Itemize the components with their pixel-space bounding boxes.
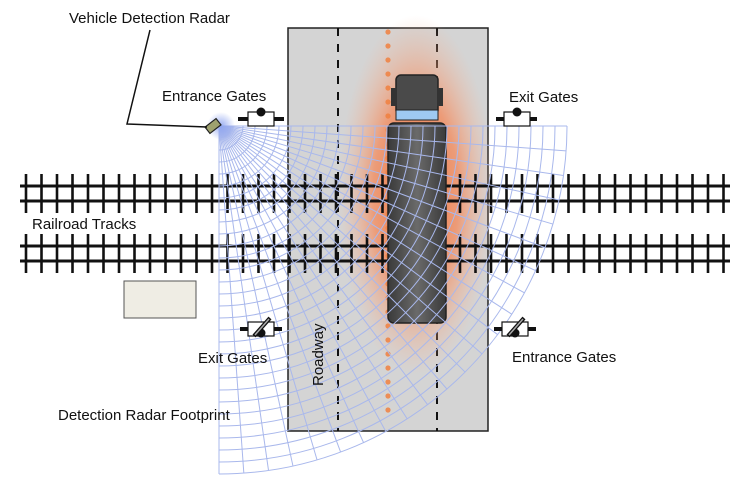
- radar-beam-ray: [218, 125, 270, 471]
- label-vehicle-detection-radar: Vehicle Detection Radar: [69, 10, 230, 27]
- radar-beam-ray: [218, 125, 245, 474]
- heat-dots: [385, 29, 391, 413]
- radar-beam-ray: [218, 125, 536, 272]
- radar-callout-line: [126, 29, 208, 128]
- label-detection-radar-footprint: Detection Radar Footprint: [58, 407, 231, 424]
- radar-beam-ray: [218, 125, 428, 405]
- truck-windshield: [395, 109, 439, 121]
- gate-exit-top: [496, 107, 537, 127]
- radar-glow: [207, 112, 235, 140]
- radar-beam-ray: [218, 125, 513, 315]
- radar-beam-ray: [218, 125, 318, 461]
- label-entrance-gates-top: Entrance Gates: [162, 88, 266, 105]
- radar-sensor-icon: [204, 117, 222, 135]
- radar-beam-ray: [218, 125, 342, 453]
- heat-dot: [385, 71, 391, 77]
- label-roadway: Roadway: [310, 323, 327, 386]
- radar-beam-ray: [218, 125, 466, 373]
- radar-beam-ray: [218, 125, 554, 225]
- heat-dot: [385, 365, 391, 371]
- truck-cab: [395, 74, 439, 116]
- equipment-box: [123, 280, 197, 319]
- label-exit-gates-top: Exit Gates: [509, 89, 578, 106]
- radar-beam-ray: [218, 125, 448, 390]
- radar-beam-ray: [218, 125, 567, 152]
- radar-beam-ray: [218, 125, 560, 201]
- radar-beam-ray: [218, 125, 498, 335]
- label-railroad-tracks: Railroad Tracks: [32, 216, 136, 233]
- radar-beam-ray: [218, 125, 546, 249]
- gate-exit-bottom: [240, 316, 282, 338]
- heat-dot: [385, 85, 391, 91]
- radar-beam-ray: [218, 125, 387, 432]
- gate-entrance-top: [238, 107, 284, 127]
- heat-dot: [385, 393, 391, 399]
- heat-dot: [385, 407, 391, 413]
- radar-beam-ray: [218, 125, 483, 355]
- heat-dot: [385, 57, 391, 63]
- truck-mirror: [437, 88, 443, 106]
- radar-beam-ray: [218, 125, 525, 294]
- vehicle-truck: [387, 74, 447, 324]
- heat-dot: [385, 379, 391, 385]
- truck-mirror: [391, 88, 397, 106]
- heat-dot: [385, 43, 391, 49]
- heat-dot: [385, 99, 391, 105]
- heat-dot: [385, 113, 391, 119]
- label-entrance-gates-bottom: Entrance Gates: [512, 349, 616, 366]
- radar-beam-ray: [218, 125, 365, 443]
- radar-beam-ray: [218, 125, 564, 177]
- label-exit-gates-bottom: Exit Gates: [198, 350, 267, 367]
- heat-dot: [385, 29, 391, 35]
- truck-trailer: [387, 122, 447, 324]
- radar-beam-ray: [218, 125, 294, 467]
- radar-beam-ray: [218, 125, 408, 420]
- gate-entrance-bottom: [494, 316, 536, 338]
- heat-dot: [385, 337, 391, 343]
